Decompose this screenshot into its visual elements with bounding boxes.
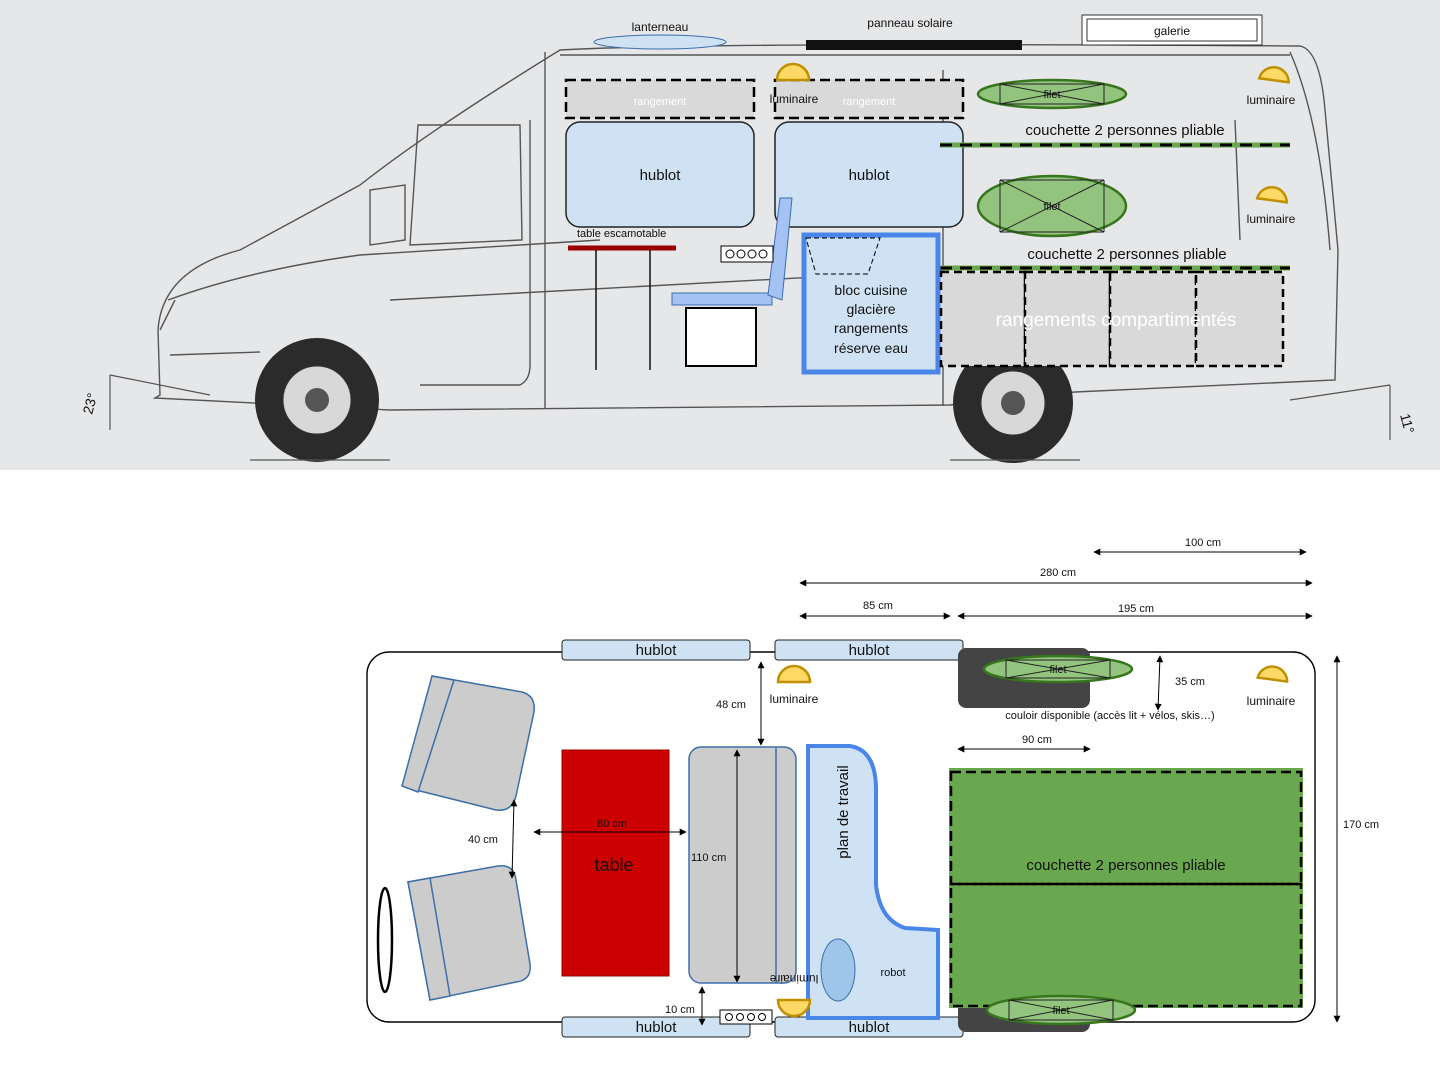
side-view: 23° 11° lanterneau panneau solaire galer…	[0, 0, 1440, 470]
luminaire-icon	[1257, 66, 1290, 84]
dim-label-110: 110 cm	[691, 852, 726, 864]
corridor-label: couloir disponible (accès lit + vélos, s…	[1005, 710, 1214, 722]
driver-seat	[401, 675, 535, 811]
filet-plan-bottom	[985, 994, 1137, 1026]
plan-view: 100 cm 280 cm 85 cm 195 cm 170 cm hublot…	[366, 537, 1379, 1038]
filet-label-top: filet	[1043, 89, 1060, 101]
galerie-inner	[1086, 18, 1258, 42]
luminaire-label-rear-mid: luminaire	[1247, 212, 1296, 226]
kitchen-block	[801, 232, 941, 375]
switch-panel	[720, 245, 774, 263]
dim-label-35: 35 cm	[1175, 676, 1205, 688]
kitchen-line-3: rangements	[834, 320, 908, 336]
table-plan	[561, 749, 670, 977]
luminaire-label-rear-top: luminaire	[1247, 93, 1296, 107]
kitchen-line-1: bloc cuisine	[834, 282, 907, 298]
worktop-label: plan de travail	[835, 765, 852, 858]
rangement-box-2	[773, 78, 965, 120]
luminaire-icon	[776, 664, 812, 684]
couchette-plan-label: couchette 2 personnes pliable	[1026, 857, 1225, 874]
dim-label-48: 48 cm	[716, 699, 746, 711]
side-view-background	[0, 0, 1440, 470]
couchette-bed	[949, 768, 1303, 1008]
lanterneau-shape	[593, 34, 727, 50]
luminaire-icon	[776, 998, 812, 1018]
hublot-window-2	[774, 121, 964, 228]
filet-plan-top-label: filet	[1049, 664, 1066, 676]
kitchen-line-4: réserve eau	[834, 340, 908, 356]
kitchen-line-2: glacière	[846, 301, 895, 317]
sink-basin	[820, 938, 856, 1002]
rangement-box-1	[564, 78, 756, 120]
couchette-label-bottom: couchette 2 personnes pliable	[1027, 246, 1226, 263]
robot-label: robot	[880, 967, 905, 979]
filet-top-shape	[976, 78, 1128, 110]
luminaire-label-mid: luminaire	[770, 92, 819, 106]
dim-label-10: 10 cm	[665, 1004, 695, 1016]
rangement-label-1: rangement	[634, 96, 687, 108]
dim-label-40: 40 cm	[468, 834, 498, 846]
table-escamotable-label: table escamotable	[577, 228, 666, 240]
luminaire-icon	[775, 62, 811, 82]
bench-seat	[688, 746, 797, 984]
storage-compartments	[939, 270, 1285, 368]
hublot-window-1	[565, 121, 755, 228]
steering-wheel	[376, 886, 394, 994]
luminaire-label-plan-rear-top: luminaire	[1247, 694, 1296, 708]
passenger-seat	[407, 865, 531, 1001]
dim-label-170: 170 cm	[1343, 819, 1379, 831]
luminaire-icon	[1255, 186, 1288, 204]
table-legs	[595, 250, 651, 370]
dim-label-80: 80 cm	[597, 818, 627, 830]
kitchen-sink	[805, 237, 881, 275]
front-wheel	[255, 338, 379, 462]
hublot-label-1: hublot	[640, 167, 682, 184]
hublot-plan-top-left	[561, 639, 751, 661]
galerie-label: galerie	[1154, 24, 1190, 38]
filet-mid-shape	[976, 174, 1128, 238]
couchette-label-top: couchette 2 personnes pliable	[1025, 122, 1224, 139]
filet-label-mid: filet	[1043, 201, 1060, 213]
hublot-plan-bottom-right-label: hublot	[849, 1019, 891, 1036]
hublot-plan-top-right-label: hublot	[849, 642, 891, 659]
luminaire-icon	[1256, 665, 1289, 684]
dim-line-40	[508, 799, 518, 879]
rangement-label-2: rangement	[843, 96, 896, 108]
dim-label-195: 195 cm	[1118, 603, 1154, 615]
filet-plan-bottom-label: filet	[1052, 1005, 1069, 1017]
dim-label-90: 90 cm	[1022, 734, 1052, 746]
hublot-plan-top-left-label: hublot	[636, 642, 678, 659]
front-angle-label: 23°	[79, 391, 100, 416]
hublot-plan-bottom-left-label: hublot	[636, 1019, 678, 1036]
lanterneau-label: lanterneau	[632, 20, 689, 34]
luminaire-label-plan-bottom: luminaire	[769, 972, 818, 986]
rear-wheel	[953, 343, 1073, 463]
ground-lines	[109, 374, 1391, 461]
dim-label-100: 100 cm	[1185, 537, 1221, 549]
dim-label-280: 280 cm	[1040, 567, 1076, 579]
seat-side	[671, 197, 793, 367]
solar-panel-shape	[806, 40, 1022, 50]
switch-panel-plan	[719, 1009, 773, 1025]
table-plan-label: table	[594, 855, 633, 875]
storage-label: rangements compartimentés	[996, 310, 1237, 331]
dim-label-85: 85 cm	[863, 600, 893, 612]
luminaire-label-plan-top: luminaire	[770, 692, 819, 706]
dim-line-35	[1154, 655, 1164, 711]
rear-angle-label: 11°	[1397, 412, 1418, 436]
hublot-label-2: hublot	[849, 167, 891, 184]
solar-panel-label: panneau solaire	[867, 16, 953, 30]
filet-plan-top	[982, 654, 1134, 684]
